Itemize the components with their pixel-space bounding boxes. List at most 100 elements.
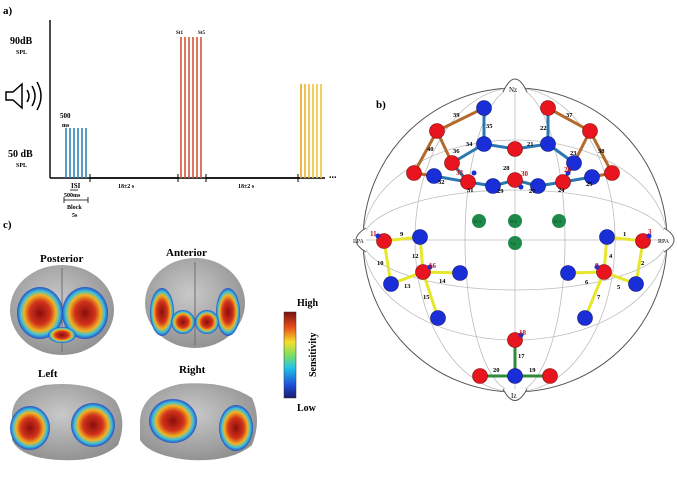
channel-label: 24 — [558, 187, 565, 194]
source-optodes — [376, 100, 651, 384]
interval-1-label: 18±2 s — [118, 184, 135, 190]
channel-label: 7 — [597, 294, 601, 301]
st1-label: St1 — [176, 31, 183, 36]
channel-label: 23 — [570, 150, 577, 157]
left-ear-marker: LPA — [353, 227, 367, 253]
ref-fcz-label: FCz — [510, 219, 517, 224]
source-optode — [429, 123, 445, 139]
channel-label: 37 — [566, 112, 573, 119]
brain-left — [10, 384, 123, 461]
blue-block — [65, 128, 87, 178]
source-optode — [507, 172, 523, 188]
channel-label: 34 — [466, 141, 473, 148]
channel-label: 30 — [521, 170, 529, 178]
interval-2-label: 18±2 s — [238, 184, 255, 190]
black-channel-labels: 39 37 35 22 40 36 34 21 23 38 28 32 31 2… — [377, 112, 644, 374]
detector-optode — [485, 178, 501, 194]
brain-right — [140, 383, 257, 461]
detector-optode — [530, 178, 546, 194]
view-label-anterior: Anterior — [166, 247, 207, 259]
channel-38 — [588, 129, 614, 175]
channel-39 — [435, 106, 486, 133]
colorbar-low-label: Low — [297, 403, 317, 414]
detector-optode — [540, 136, 556, 152]
source-optode — [507, 141, 523, 157]
isi-label: ISI — [71, 182, 81, 190]
right-ear-marker: RPA — [658, 227, 675, 253]
source-optode — [507, 332, 523, 348]
channel-label: 26 — [564, 166, 572, 174]
ref-cz — [508, 236, 522, 250]
channel-label: 40 — [427, 146, 434, 153]
channel-15 — [421, 270, 440, 320]
channel-label: 9 — [400, 231, 404, 238]
short-separation-detectors — [375, 170, 652, 338]
channel-label: 17 — [518, 353, 525, 360]
reference-electrodes: FC3 FCz FC4 Cz — [472, 214, 566, 250]
channel-label: 31 — [467, 187, 474, 194]
iz-label: Iz — [511, 392, 516, 400]
short-detector — [594, 264, 600, 270]
channel-label: 3 — [648, 228, 652, 236]
detector-optode — [507, 368, 523, 384]
channel-label: 36 — [453, 148, 460, 155]
detector-optode — [412, 229, 428, 245]
lpa-label: LPA — [353, 239, 364, 245]
short-detector — [646, 233, 652, 239]
source-optode — [376, 233, 392, 249]
panel-b-label: b) — [376, 99, 386, 111]
block-label: Block — [67, 205, 82, 211]
channel-label: 10 — [377, 260, 384, 267]
detector-optode — [452, 265, 468, 281]
colorbar-title: Sensitivity — [308, 333, 319, 377]
channel-40 — [412, 129, 439, 175]
panel-c-label: c) — [3, 219, 12, 231]
detector-optode — [476, 136, 492, 152]
ref-fc3-label: FC3 — [474, 219, 481, 224]
view-label-posterior: Posterior — [40, 253, 83, 265]
channel-label: 35 — [486, 123, 493, 130]
detector-optode — [430, 310, 446, 326]
colorbar-gradient — [283, 311, 297, 399]
channel-label: 12 — [412, 253, 419, 260]
channel-label: 27 — [529, 188, 536, 195]
channel-label: 39 — [453, 112, 460, 119]
channel-label: 6 — [585, 279, 589, 286]
channel-label: 1 — [623, 231, 626, 238]
panel-c: c) Posterior Anterior Left Right — [3, 219, 319, 461]
nz-label: Nz — [509, 86, 517, 94]
channel-label: 18 — [519, 329, 527, 337]
detector-optode — [577, 310, 593, 326]
st5-label: St5 — [198, 31, 205, 36]
short-detector — [427, 264, 433, 270]
channel-label: 15 — [423, 294, 430, 301]
channel-label: 14 — [439, 278, 446, 285]
short-detector — [471, 170, 477, 176]
detector-optode — [584, 169, 600, 185]
channel-label: 13 — [404, 283, 411, 290]
source-optode — [604, 165, 620, 181]
channel-label: 25 — [586, 181, 593, 188]
inion-marker: Iz — [502, 388, 528, 401]
ellipsis: ... — [329, 170, 337, 181]
short-detector — [375, 233, 381, 239]
red-channel-labels: 33 30 26 11 3 16 8 18 — [370, 166, 652, 337]
view-label-left: Left — [38, 368, 58, 380]
detector-optode — [599, 229, 615, 245]
detector-optode — [476, 100, 492, 116]
channel-label: 28 — [503, 165, 510, 172]
channel-label: 29 — [497, 188, 504, 195]
colorbar-high-label: High — [297, 298, 319, 309]
detector-optodes — [383, 100, 644, 384]
source-optode — [460, 174, 476, 190]
channel-label: 38 — [598, 148, 605, 155]
channel-label: 21 — [527, 141, 534, 148]
channel-label: 11 — [370, 230, 377, 238]
channel-label: 32 — [438, 179, 445, 186]
source-optode — [472, 368, 488, 384]
view-label-right: Right — [179, 364, 206, 376]
source-optode — [635, 233, 651, 249]
source-optode — [415, 264, 431, 280]
channel-label: 4 — [609, 253, 613, 260]
